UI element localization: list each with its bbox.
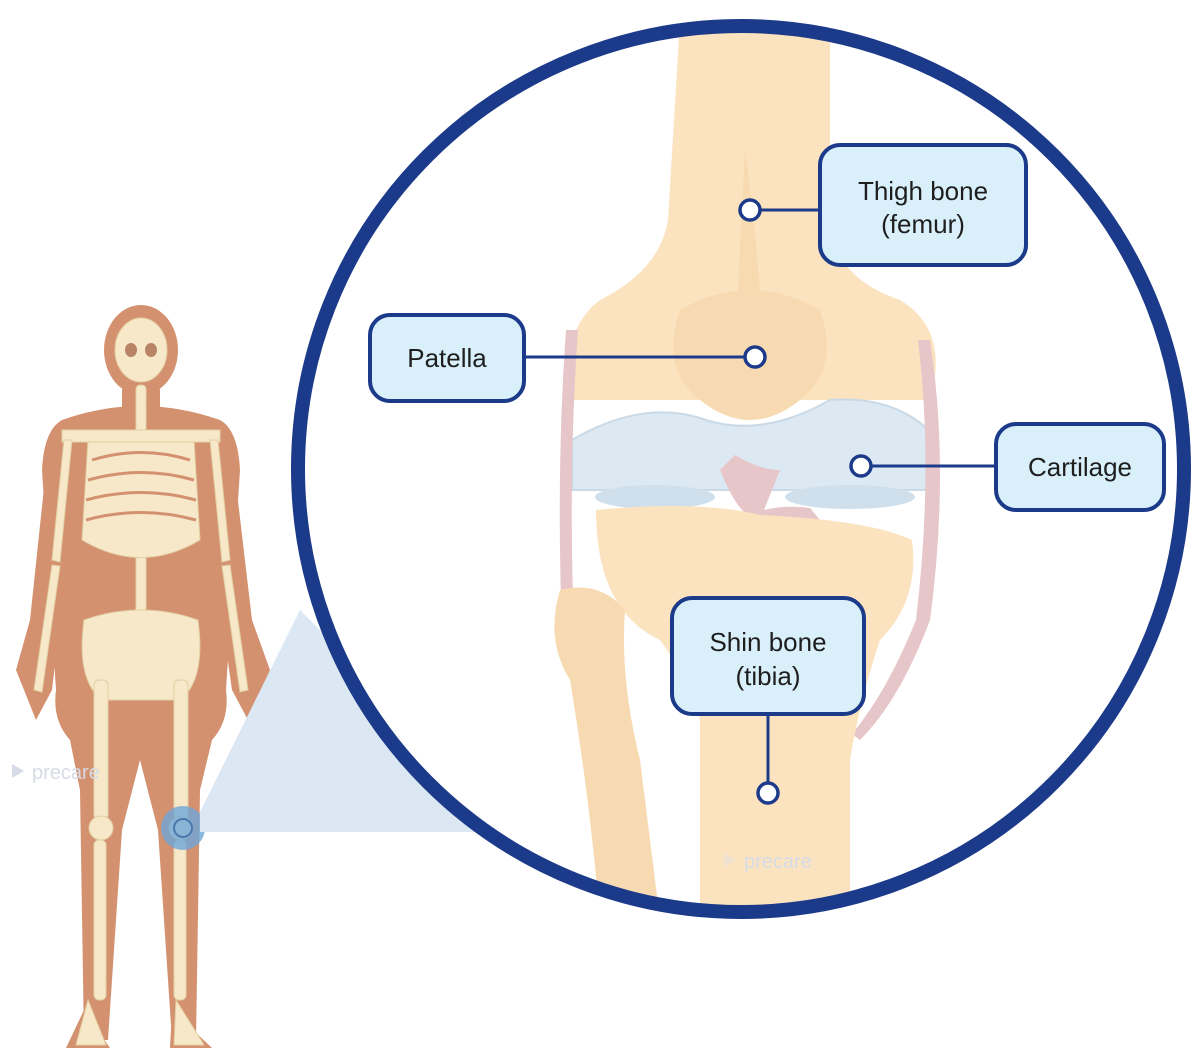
cartilage-pointer bbox=[851, 456, 871, 476]
watermark-left: precare bbox=[12, 762, 100, 784]
body-figure bbox=[16, 305, 270, 1048]
shin-bone-label: Shin bone bbox=[709, 627, 826, 657]
femur-label: (femur) bbox=[881, 209, 965, 239]
thigh-bone-pointer bbox=[740, 200, 760, 220]
knee-highlight-marker bbox=[161, 806, 205, 850]
shin-bone-pointer bbox=[758, 783, 778, 803]
thigh-bone-label: Thigh bone bbox=[858, 176, 988, 206]
tibia-label: (tibia) bbox=[735, 661, 800, 691]
patella-label: Patella bbox=[407, 343, 487, 373]
cartilage-label: Cartilage bbox=[1028, 452, 1132, 482]
skull bbox=[115, 318, 167, 382]
patella-pointer bbox=[745, 347, 765, 367]
watermark-right-text: precare bbox=[744, 851, 812, 873]
watermark-left-text: precare bbox=[32, 762, 100, 784]
